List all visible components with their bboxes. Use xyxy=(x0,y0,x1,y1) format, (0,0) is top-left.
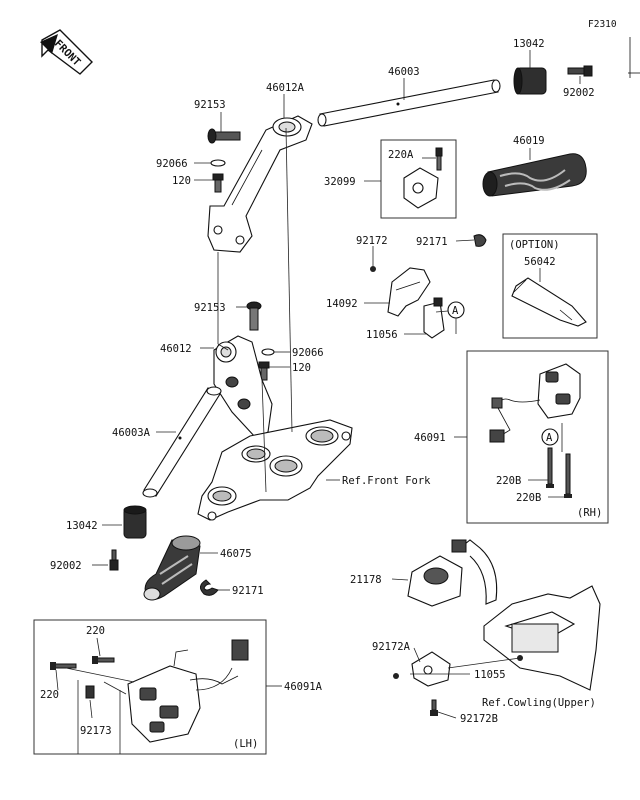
leader-lines xyxy=(55,50,581,754)
label-11056: 11056 xyxy=(366,329,398,341)
label-220B-1: 220B xyxy=(496,475,521,487)
bolt-92172B xyxy=(430,699,438,716)
option-box xyxy=(502,233,598,339)
switch-assembly-46091A xyxy=(127,639,249,743)
label-14092: 14092 xyxy=(326,298,358,310)
label-92066-top: 92066 xyxy=(156,158,188,170)
bolt-92172A xyxy=(393,673,399,679)
lh-switch-box xyxy=(33,619,267,755)
label-120-top: 120 xyxy=(172,175,191,187)
label-92172: 92172 xyxy=(356,235,388,247)
bolt-120-mid xyxy=(258,361,270,381)
washer-92066-top xyxy=(210,159,226,167)
label-220B-2: 220B xyxy=(516,492,541,504)
pin-92173 xyxy=(85,685,95,699)
callout-a-upper: A xyxy=(452,305,459,317)
label-92153-top: 92153 xyxy=(194,99,226,111)
figure-code: F2310 xyxy=(588,19,617,30)
label-220A: 220A xyxy=(388,149,414,161)
label-92173: 92173 xyxy=(80,725,112,737)
washer-92066-mid xyxy=(261,348,275,356)
label-92171-bottom: 92171 xyxy=(232,585,264,597)
label-46091A: 46091A xyxy=(284,681,323,693)
cowling-upper xyxy=(483,585,601,691)
screws-220B xyxy=(546,447,572,498)
bar-end-weight-13042-top xyxy=(513,67,547,95)
cover-14092 xyxy=(387,267,431,317)
callout-circle-a-rh xyxy=(541,428,559,446)
label-92066-mid: 92066 xyxy=(292,347,324,359)
handlebar-tube-46003A xyxy=(142,386,222,498)
label-46012A: 46012A xyxy=(266,82,305,94)
ref-front-fork: Ref.Front Fork xyxy=(342,475,431,487)
handlebar-clamp-46012A xyxy=(207,115,313,253)
label-46003: 46003 xyxy=(388,66,420,78)
grease-tube-56042 xyxy=(511,277,587,327)
front-direction-badge: FRONT xyxy=(40,29,93,75)
box-32099 xyxy=(380,139,457,219)
throttle-grip-46075 xyxy=(143,535,201,601)
callout-a-rh: A xyxy=(546,432,553,444)
label-56042: 56042 xyxy=(524,256,556,268)
label-92172A: 92172A xyxy=(372,641,411,653)
label-92172B: 92172B xyxy=(460,713,498,725)
label-46003A: 46003A xyxy=(112,427,151,439)
label-220-2: 220 xyxy=(40,689,59,701)
ref-cowling-upper: Ref.Cowling(Upper) xyxy=(482,697,596,709)
label-46012: 46012 xyxy=(160,343,192,355)
bar-end-weight-13042-bottom xyxy=(123,505,147,539)
screw-92002-bottom xyxy=(109,549,119,571)
relay-21178 xyxy=(407,539,498,607)
label-220-1: 220 xyxy=(86,625,105,637)
part-labels: 13042 46003 92002 92153 46012A 46019 920… xyxy=(40,38,596,737)
label-92002-bottom: 92002 xyxy=(50,560,82,572)
label-92153-mid: 92153 xyxy=(194,302,226,314)
screw-220-lower xyxy=(50,662,77,670)
handlebar-clamp-46012 xyxy=(213,335,273,439)
bolt-120-top xyxy=(212,173,224,193)
bolt-92172 xyxy=(370,266,376,272)
label-92002-top: 92002 xyxy=(563,87,595,99)
clip-92171-top xyxy=(473,234,487,247)
screw-220-upper xyxy=(92,656,115,664)
bracket-11055 xyxy=(411,651,451,687)
label-92171-top: 92171 xyxy=(416,236,448,248)
clip-92171-bottom xyxy=(200,579,219,596)
label-46075: 46075 xyxy=(220,548,252,560)
bracket-11056 xyxy=(423,297,445,339)
triple-clamp xyxy=(197,419,353,521)
label-46091: 46091 xyxy=(414,432,446,444)
switch-assembly-46091 xyxy=(489,363,581,443)
label-13042-top: 13042 xyxy=(513,38,545,50)
label-11055: 11055 xyxy=(474,669,506,681)
handlebar-tube-46003 xyxy=(317,79,501,127)
screw-92002-top xyxy=(567,65,593,77)
option-box-title: (OPTION) xyxy=(509,239,560,251)
label-46019: 46019 xyxy=(513,135,545,147)
rh-box-label: (RH) xyxy=(577,507,602,519)
label-21178: 21178 xyxy=(350,574,382,586)
lh-box-label: (LH) xyxy=(233,738,258,750)
bolt-92153-mid xyxy=(246,301,262,331)
grip-46019 xyxy=(482,153,587,197)
label-13042-bottom: 13042 xyxy=(66,520,98,532)
holder-32099 xyxy=(403,147,443,209)
label-120-mid: 120 xyxy=(292,362,311,374)
bolt-92153-top xyxy=(207,128,241,144)
label-32099: 32099 xyxy=(324,176,356,188)
